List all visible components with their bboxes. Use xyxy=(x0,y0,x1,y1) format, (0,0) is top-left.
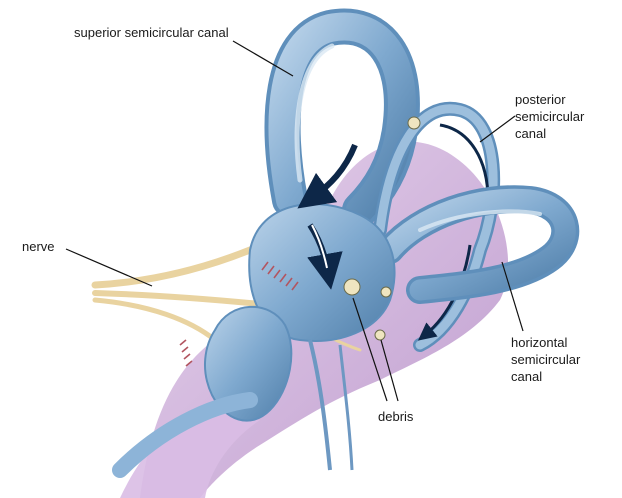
vestibule xyxy=(112,203,396,478)
label-nerve: nerve xyxy=(22,239,55,254)
leader-lines xyxy=(65,40,524,402)
flow-arrows xyxy=(297,143,358,290)
label-posterior-line3: canal xyxy=(515,126,546,141)
label-horizontal-line1: horizontal xyxy=(511,335,567,350)
macula-patches xyxy=(179,261,299,367)
horizontal-canal xyxy=(376,185,580,304)
label-debris: debris xyxy=(378,409,414,424)
label-posterior-line2: semicircular xyxy=(515,109,585,124)
label-horizontal-line3: canal xyxy=(511,369,542,384)
label-posterior-line1: posterior xyxy=(515,92,566,107)
label-superior-canal: superior semicircular canal xyxy=(74,25,229,40)
label-horizontal-line2: semicircular xyxy=(511,352,581,367)
debris-particles xyxy=(343,116,421,341)
